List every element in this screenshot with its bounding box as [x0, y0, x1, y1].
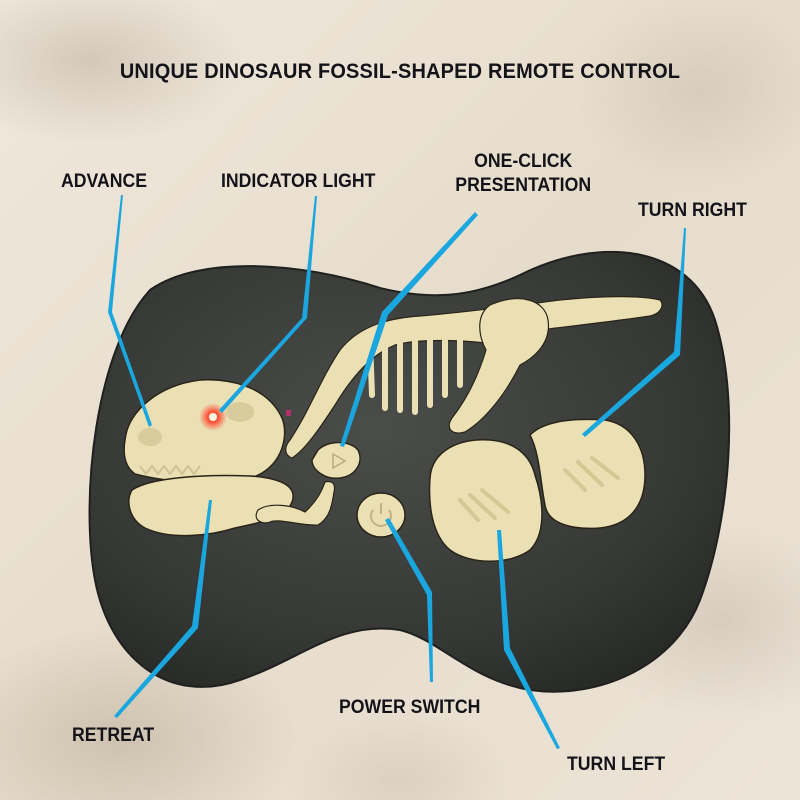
play-icon: [332, 452, 347, 470]
label-indicator-light: INDICATOR LIGHT: [221, 171, 376, 192]
label-turn-left: TURN LEFT: [567, 754, 666, 775]
right-foot-toes: [563, 456, 620, 492]
remote-body: [88, 250, 731, 693]
label-turn-right: TURN RIGHT: [638, 200, 747, 221]
label-one-click-line1: ONE-CLICK: [474, 151, 573, 172]
skeleton-leg: [448, 298, 549, 434]
label-advance: ADVANCE: [61, 171, 148, 192]
left-foot-toes: [458, 488, 510, 522]
power-switch-button[interactable]: [356, 492, 406, 538]
turn-right-button[interactable]: [529, 418, 646, 530]
skeleton-ribs: [367, 329, 463, 415]
turn-left-button[interactable]: [428, 439, 543, 562]
label-power-switch: POWER SWITCH: [339, 697, 481, 718]
power-icon: [370, 503, 392, 527]
advance-button-skull[interactable]: [123, 379, 286, 484]
label-one-click-presentation: ONE-CLICK PRESENTATION: [446, 150, 600, 198]
label-retreat: RETREAT: [72, 725, 155, 746]
one-click-presentation-button[interactable]: [311, 441, 361, 479]
label-one-click-line2: PRESENTATION: [455, 175, 592, 196]
page-title: UNIQUE DINOSAUR FOSSIL-SHAPED REMOTE CON…: [119, 60, 681, 83]
skeleton-arm: [255, 480, 336, 526]
ir-emitter: [286, 410, 291, 416]
